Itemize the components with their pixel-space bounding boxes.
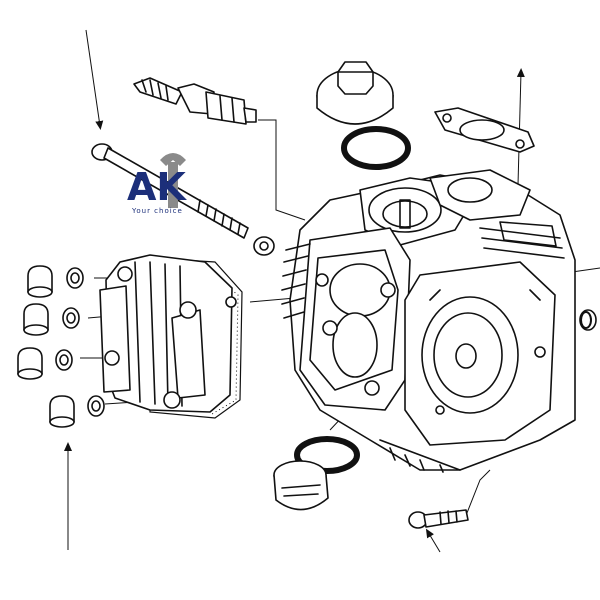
brand-logo: AK Your choice bbox=[127, 153, 187, 215]
washer-icon bbox=[253, 236, 275, 256]
drain-plug-icon bbox=[273, 436, 360, 511]
leader-bolt-bottom-arrow bbox=[425, 528, 441, 553]
oil-filler-cap-icon bbox=[316, 61, 394, 125]
wrench-icon bbox=[160, 153, 186, 208]
cylinder-head-icon bbox=[281, 169, 597, 473]
cap-nuts-icon bbox=[17, 265, 105, 428]
o-ring-icon bbox=[341, 126, 411, 170]
small-o-ring-icon bbox=[580, 311, 592, 329]
intake-gasket-icon bbox=[434, 107, 535, 153]
cylinder-head-cover-icon bbox=[99, 254, 243, 419]
logo-tagline: Your choice bbox=[131, 207, 183, 215]
logo-mark: AK bbox=[127, 165, 187, 209]
spark-plug-icon bbox=[133, 77, 257, 125]
leader-bolt-arrow bbox=[85, 29, 104, 130]
small-bolt-icon bbox=[408, 509, 469, 529]
